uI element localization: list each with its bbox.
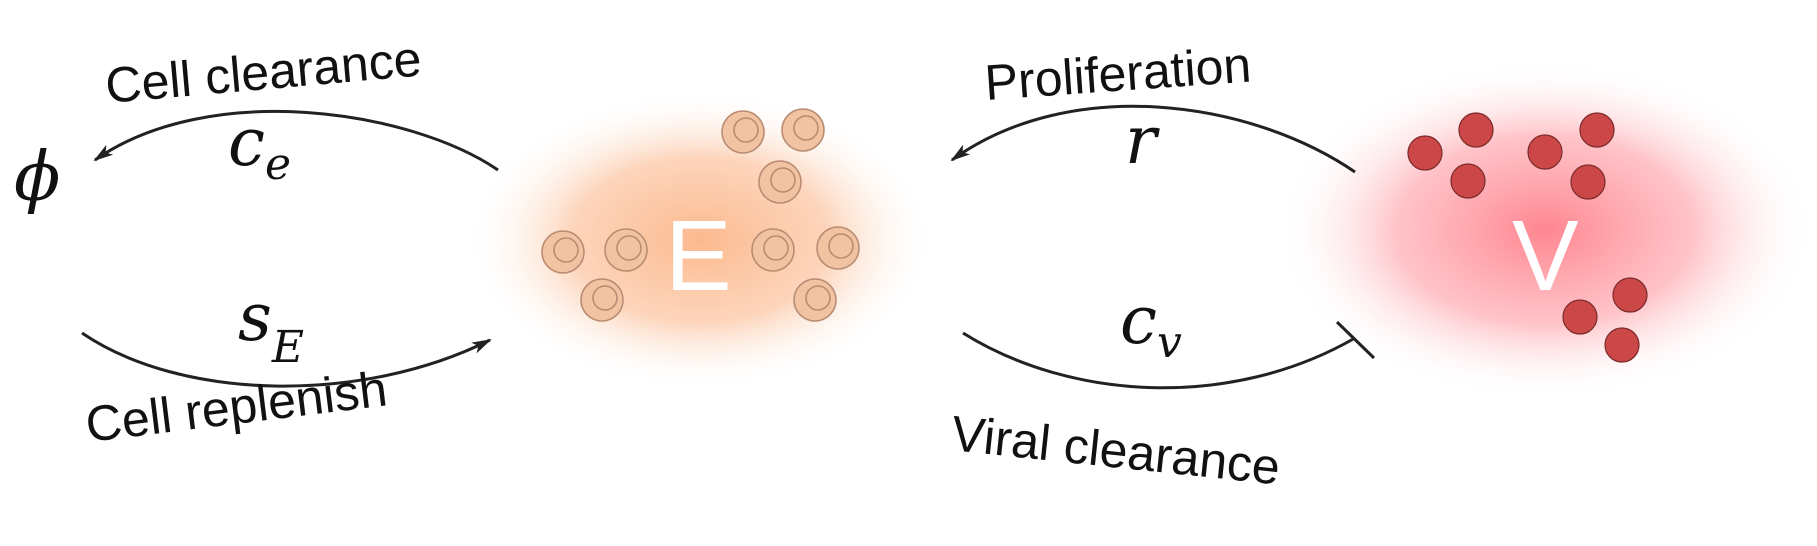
cell-replenish-rate: sE [238,279,304,373]
v-particle [1604,327,1640,363]
cell-clearance-arrow [93,110,499,172]
v-node-label: V [1512,200,1579,312]
viral-clearance-rate: cv [1120,282,1182,368]
e-cell [781,108,825,152]
cell-clearance-label: Cell clearance [103,31,424,114]
v-particle [1407,135,1443,171]
v-particle [1450,163,1486,199]
cell-replenish-label: Cell replenish [83,360,391,453]
e-cell [580,278,624,322]
v-particle [1527,134,1563,170]
e-cell [721,110,765,154]
viral-clearance-arrow [962,331,1356,390]
v-particle [1579,112,1615,148]
e-cell [793,278,837,322]
e-cell [604,228,648,272]
v-particle [1612,277,1648,313]
proliferation-arrow [950,104,1356,174]
cell-clearance-rate: ce [228,104,291,190]
viral-clearance-label: Viral clearance [949,405,1283,495]
v-particle [1458,112,1494,148]
viral-clearance-inhibition-bar [1335,320,1376,360]
cell-replenish-arrow [81,331,492,388]
e-node-label: E [665,200,732,312]
e-cell [758,160,802,204]
e-cell [751,228,795,272]
proliferation-rate: r [1125,102,1160,179]
v-particles [1407,112,1648,363]
e-cells [541,108,860,322]
v-particle [1562,299,1598,335]
empty-set-symbol: ϕ [14,138,60,217]
e-cell [816,226,860,270]
e-cell [541,230,585,274]
v-particle [1570,164,1606,200]
proliferation-label: Proliferation [983,36,1253,110]
